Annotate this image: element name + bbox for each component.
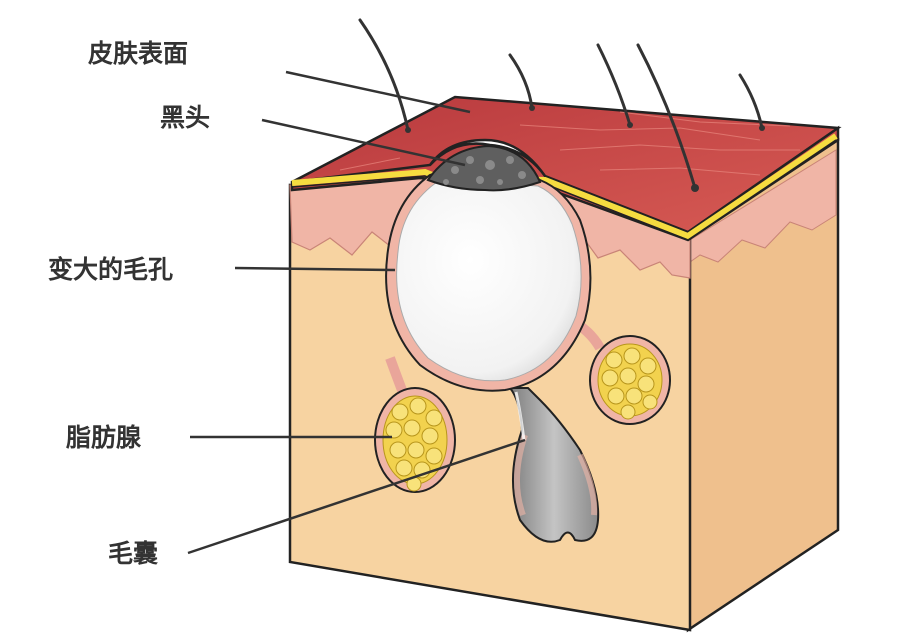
- skin-top-surface: [290, 95, 842, 242]
- blackhead-texture: [443, 156, 526, 185]
- label-enlarged-pore: 变大的毛孔: [48, 255, 173, 284]
- leader-blackhead: [261, 118, 466, 167]
- side-epidermis: [689, 149, 837, 263]
- label-blackhead: 黑头: [160, 103, 210, 132]
- leader-skin-surface: [285, 70, 471, 114]
- label-skin-surface: 皮肤表面: [88, 39, 188, 68]
- hairs: [358, 18, 764, 190]
- gland-cells-left: [385, 397, 443, 492]
- skin-texture: [339, 111, 800, 176]
- leader-hair-follicle: [187, 438, 526, 555]
- leader-enlarged-pore: [234, 266, 396, 272]
- label-sebaceous-gland: 脂肪腺: [66, 423, 142, 452]
- hair-follicle: [507, 387, 600, 543]
- gland-cells-right: [601, 347, 658, 420]
- label-hair-follicle: 毛囊: [108, 539, 158, 568]
- leader-lines: [187, 70, 526, 555]
